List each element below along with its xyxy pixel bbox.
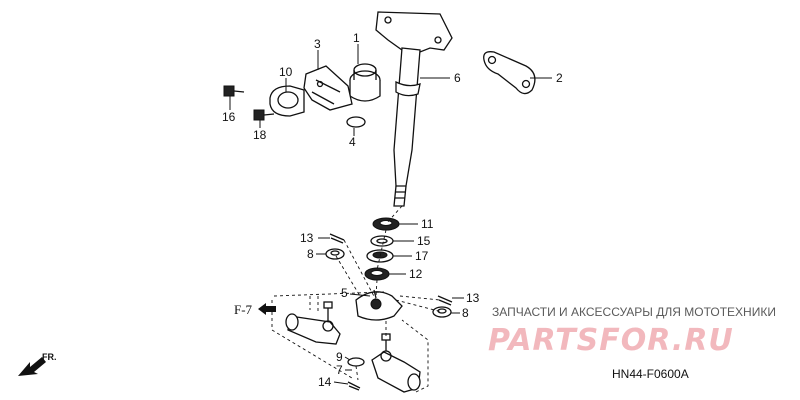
washer-15 [370,235,394,247]
callout-12: 12 [409,267,423,281]
callout-15: 15 [417,234,431,248]
callout-7: 7 [336,363,343,377]
cotter-pin-13a [329,233,345,244]
nut-9 [347,357,365,367]
steering-shaft [375,11,453,207]
callout-13-upper: 13 [300,231,314,245]
cotter-pin-13b [437,295,453,306]
callout-3: 3 [314,37,321,51]
reference-arrow-icon [258,303,276,315]
cotter-pin-14 [347,381,361,391]
reference-arrow: F-7 [234,302,276,317]
callout-13-right: 13 [466,291,480,305]
watermark-tagline: ЗАПЧАСТИ И АКСЕССУАРЫ ДЛЯ МОТОТЕХНИКИ [492,305,776,319]
bearing-12 [364,267,390,281]
watermark-brand: PARTSFOR.RU [488,323,734,358]
front-direction-label: FR. [42,352,57,362]
callout-10: 10 [279,65,293,79]
callout-18: 18 [253,128,267,142]
leader-lines [229,44,552,385]
circlip [346,116,366,128]
callout-6: 6 [454,71,461,85]
watermark: ЗАПЧАСТИ И АКСЕССУАРЫ ДЛЯ МОТОТЕХНИКИ PA… [488,305,776,358]
shaft-bushing [349,63,381,102]
bolt-18 [253,109,275,121]
shaft-clamp [269,85,305,117]
callout-2: 2 [556,71,563,85]
tie-rod-upper [285,301,341,345]
callout-4: 4 [349,135,356,149]
callout-14: 14 [318,375,332,389]
front-arrow-icon [18,357,46,376]
front-direction-indicator: FR. [18,352,57,376]
callout-5: 5 [341,286,348,300]
shaft-holder-bracket [483,51,536,95]
reference-arrow-label: F-7 [234,302,253,317]
callouts: 1 2 3 4 6 10 16 18 11 15 17 12 13 8 5 13… [222,31,563,389]
upper-holder [303,65,353,111]
callout-16: 16 [222,110,236,124]
callout-17: 17 [415,249,429,263]
nut-8b [432,306,452,318]
nut-8a [325,248,345,260]
tie-rod-lower [371,333,421,393]
diagram-code: HN44-F0600A [612,367,689,381]
callout-1: 1 [353,31,360,45]
pitman-arm [355,289,403,321]
callout-11: 11 [421,217,434,231]
callout-8-left: 8 [307,247,314,261]
callout-8-right: 8 [462,306,469,320]
bolt-16 [223,85,245,97]
assembly-lines [271,205,443,393]
callout-9: 9 [336,350,343,364]
